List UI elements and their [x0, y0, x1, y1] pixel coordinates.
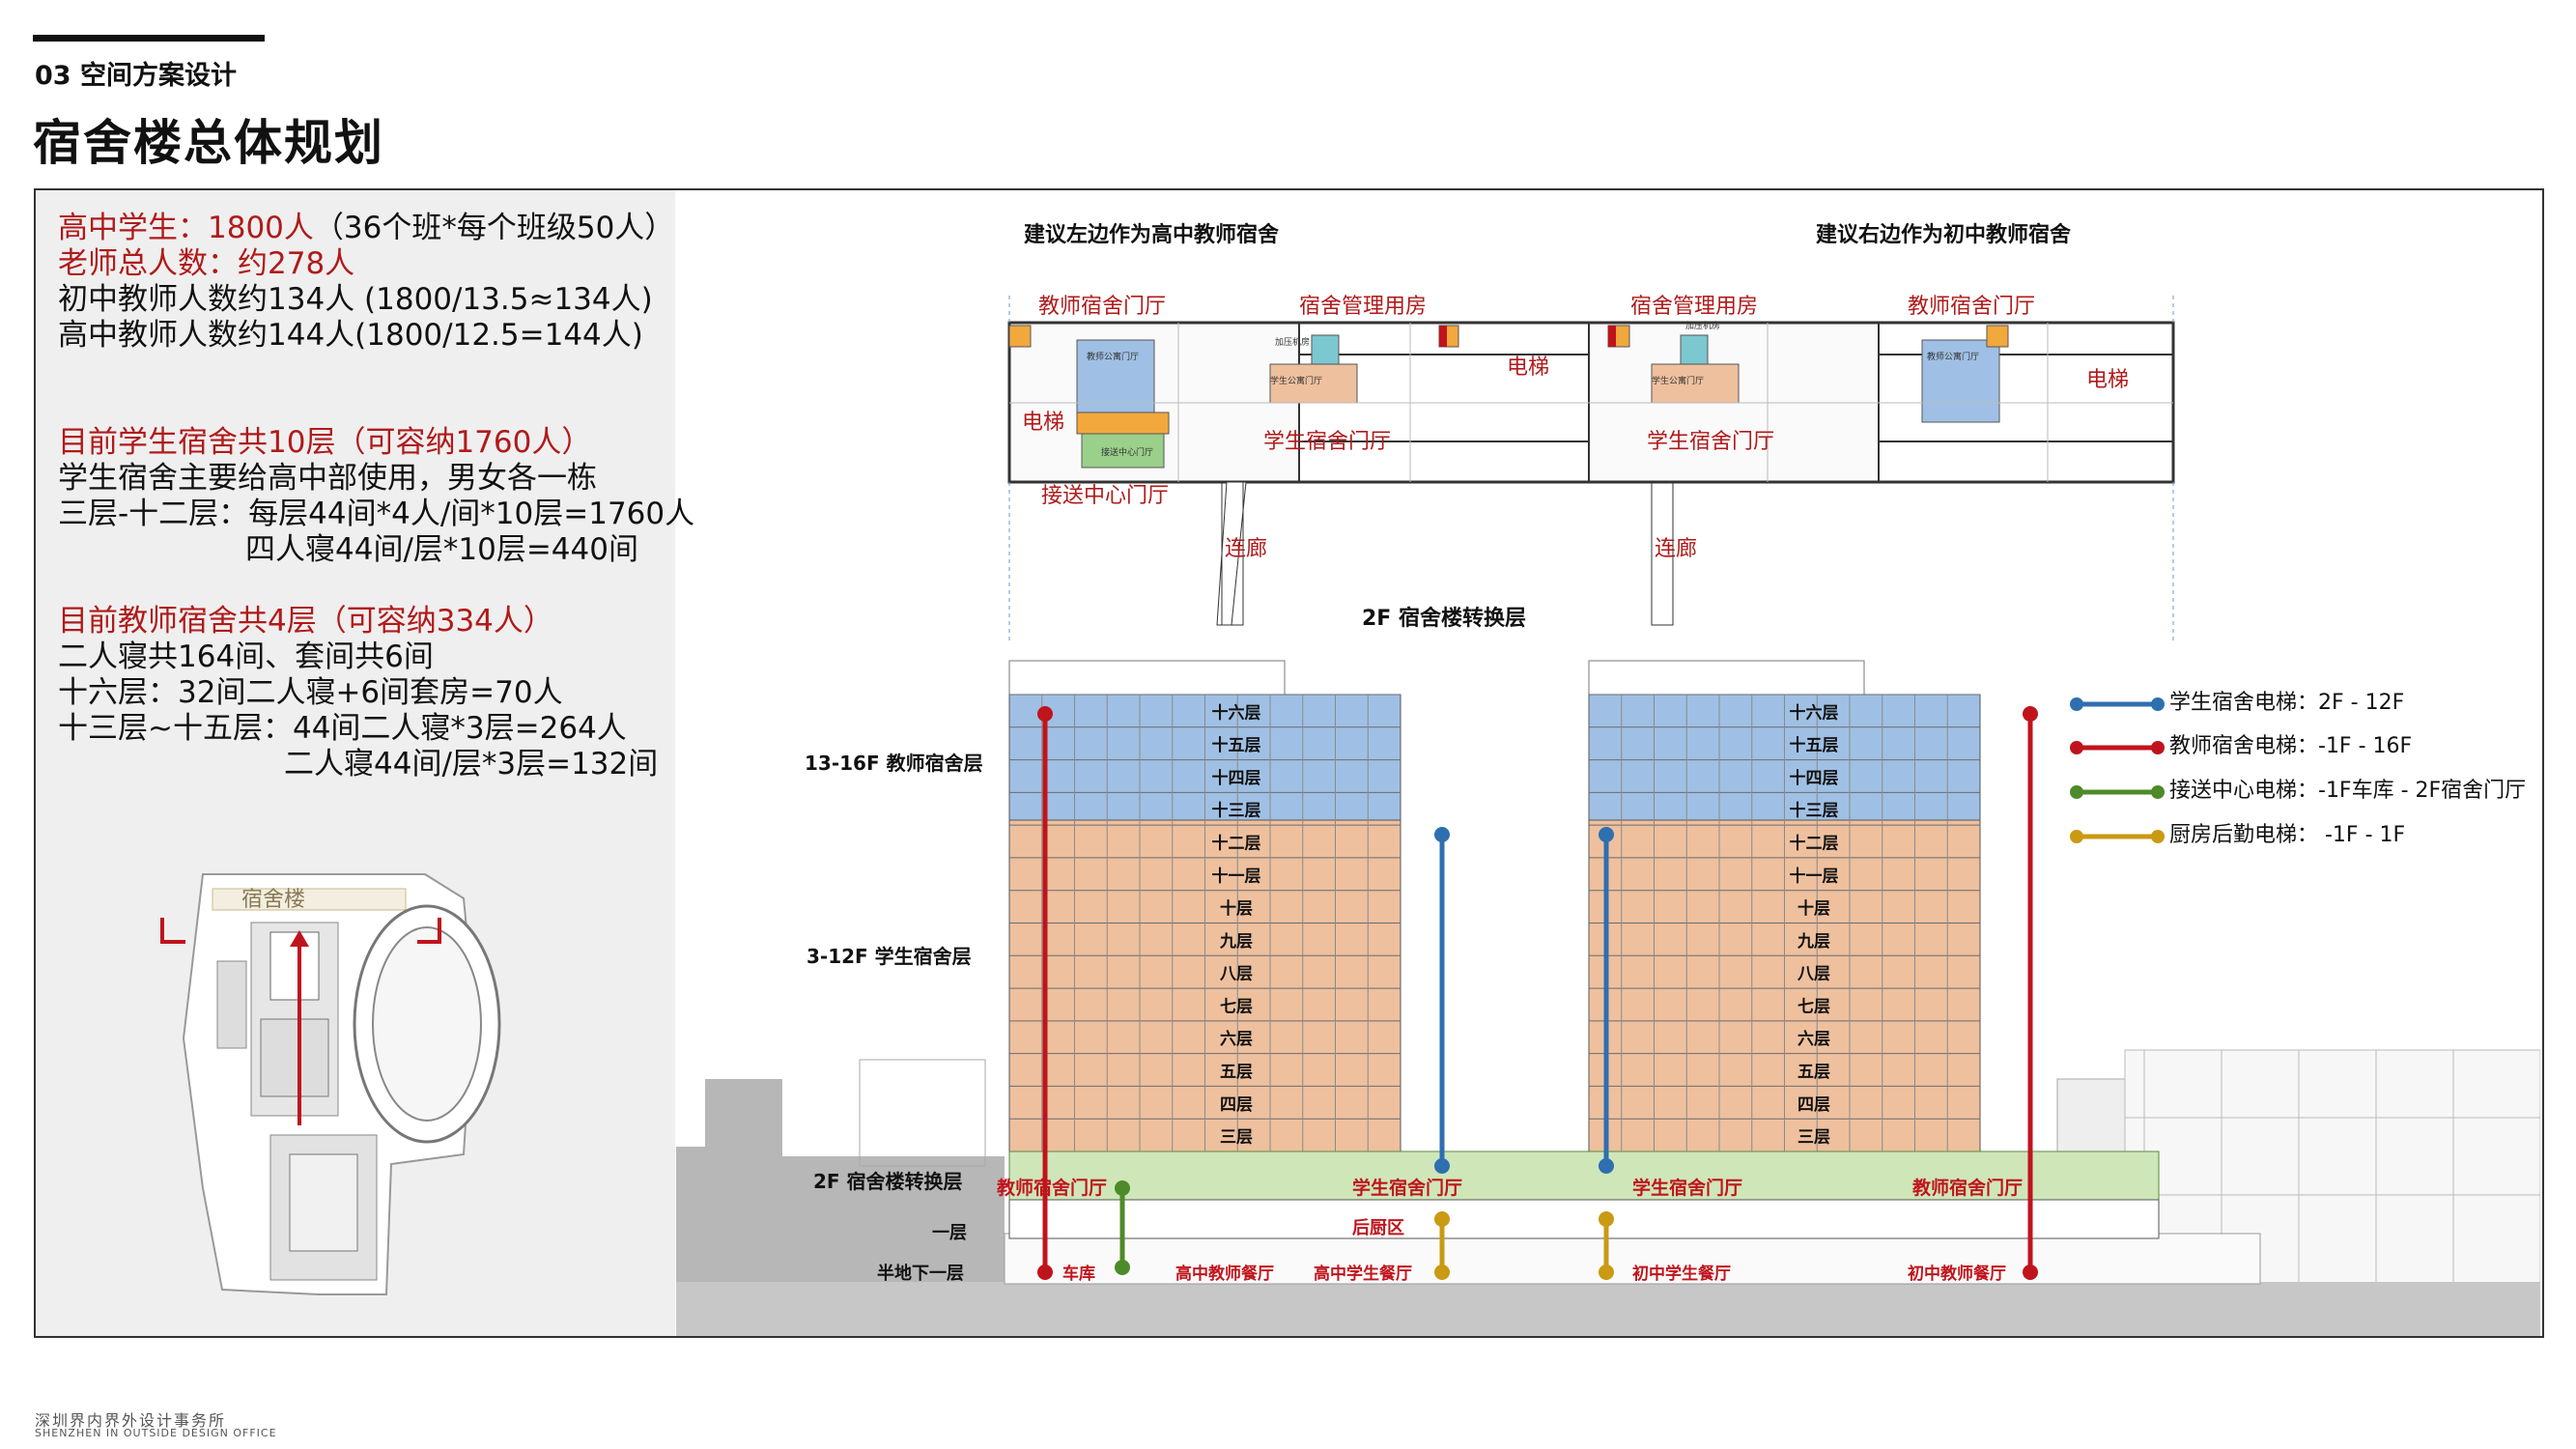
info-line-dorm-use: 学生宿舍主要给高中部使用，男女各一栋 — [58, 461, 597, 496]
site-plan-label: 宿舍楼 — [241, 888, 305, 912]
ground-teacher-lobby-r: 教师宿舍门厅 — [1912, 1177, 2023, 1199]
floor-label-right: 十四层 — [1790, 768, 1839, 788]
floor-label-right: 十二层 — [1790, 833, 1839, 853]
label-teacher-lobby-plan-r: 教师宿舍门厅 — [1908, 295, 2035, 319]
section-diagram: 教师公寓门厅 学生公寓门厅 接送中心门厅 学生公寓门厅 教师公寓门厅 加压机房 … — [676, 222, 2540, 1336]
floor-label-right: 五层 — [1798, 1063, 1830, 1082]
plan-room-shuttle-center: 接送中心门厅 — [1101, 446, 1153, 458]
floor-plan: 教师公寓门厅 学生公寓门厅 接送中心门厅 学生公寓门厅 教师公寓门厅 加压机房 … — [1007, 292, 2175, 644]
plan-room-teacher-apartment-r: 教师公寓门厅 — [1927, 351, 1979, 362]
info-line-floor-16: 十六层：32间二人寝+6间套房=70人 — [58, 675, 563, 710]
zone-label-basement: 半地下一层 — [877, 1263, 964, 1284]
plan-room-pressure-l: 加压机房 — [1275, 336, 1310, 348]
label-elevator-right: 电梯 — [2086, 368, 2129, 392]
floor-label-left: 三层 — [1220, 1128, 1253, 1148]
ground-teacher-lobby-l: 教师宿舍门厅 — [997, 1177, 1107, 1199]
ground-garage: 车库 — [1062, 1264, 1095, 1284]
floor-label-right: 六层 — [1798, 1029, 1830, 1049]
floor-label-right: 八层 — [1798, 965, 1830, 984]
zone-label-transfer: 2F 宿舍楼转换层 — [813, 1170, 963, 1193]
note-right: 建议右边作为初中教师宿舍 — [1816, 222, 2072, 247]
plan-room-student-apartment-l: 学生公寓门厅 — [1270, 375, 1322, 386]
ground-student-lobby-r: 学生宿舍门厅 — [1632, 1177, 1742, 1199]
floor-label-right: 十一层 — [1790, 866, 1839, 886]
info-line-two-bed: 二人寝共164间、套间共6间 — [58, 639, 434, 674]
note-left: 建议左边作为高中教师宿舍 — [1024, 222, 1280, 247]
floor-label-right: 十三层 — [1790, 801, 1839, 821]
label-corridor-l: 连廊 — [1225, 537, 1267, 561]
floor-label-right: 十层 — [1798, 898, 1830, 919]
floor-label-left: 十三层 — [1212, 801, 1261, 821]
floor-label-left: 四层 — [1220, 1095, 1253, 1115]
content-frame — [34, 188, 2544, 1338]
floor-label-left: 七层 — [1220, 997, 1253, 1016]
floor-label-right: 四层 — [1798, 1095, 1830, 1115]
floor-label-left: 十四层 — [1212, 768, 1261, 788]
info-line-floors-13-15: 十三层~十五层：44间二人寝*3层=264人 — [58, 711, 627, 746]
zone-label-student: 3-12F 学生宿舍层 — [807, 945, 972, 968]
floor-label-right: 七层 — [1798, 997, 1830, 1016]
floor-label-right: 十五层 — [1790, 735, 1839, 755]
info-line-ms-teachers: 初中教师人数约134人 (1800/13.5≈134人) — [58, 282, 653, 317]
floor-label-right: 九层 — [1797, 932, 1830, 952]
plan-room-pressure-r: 加压机房 — [1685, 320, 1720, 331]
page-title: 宿舍楼总体规划 — [33, 115, 384, 171]
info-line-two-bed-count: 二人寝44间/层*3层=132间 — [284, 747, 659, 781]
legend-student-elevator-text: 学生宿舍电梯：2F - 12F — [2169, 691, 2405, 715]
label-teacher-lobby-plan-l: 教师宿舍门厅 — [1038, 295, 1166, 319]
context-buildings — [676, 1049, 2540, 1336]
label-student-lobby-plan-l: 学生宿舍门厅 — [1263, 430, 1391, 454]
tower-left — [1008, 660, 1401, 1152]
floor-label-left: 九层 — [1219, 932, 1253, 952]
label-shuttle-lobby: 接送中心门厅 — [1041, 484, 1169, 508]
label-student-lobby-plan-r: 学生宿舍门厅 — [1647, 430, 1774, 454]
floor-label-right: 三层 — [1798, 1128, 1830, 1148]
floor-label-left: 十六层 — [1212, 702, 1261, 723]
floor-label-left: 十一层 — [1212, 866, 1261, 886]
floor-label-left: 六层 — [1220, 1029, 1253, 1049]
label-dorm-mgmt-plan-r: 宿舍管理用房 — [1630, 295, 1758, 319]
ground-hs-student-canteen: 高中学生餐厅 — [1314, 1264, 1412, 1284]
ground-ms-teacher-canteen: 初中教师餐厅 — [1908, 1264, 2006, 1284]
label-dorm-mgmt-plan-l: 宿舍管理用房 — [1299, 295, 1427, 319]
label-corridor-r: 连廊 — [1655, 537, 1697, 561]
info-line-students-rest: （36个班*每个班级50人） — [313, 211, 675, 245]
footer-company-en: SHENZHEN IN OUTSIDE DESIGN OFFICE — [35, 1427, 277, 1439]
ground-hs-teacher-canteen: 高中教师餐厅 — [1175, 1264, 1274, 1284]
label-elevator-left: 电梯 — [1022, 411, 1064, 435]
ground-back-kitchen: 后厨区 — [1352, 1218, 1404, 1238]
floor-label-left: 十五层 — [1212, 735, 1261, 755]
legend-teacher-elevator-text: 教师宿舍电梯：-1F - 16F — [2169, 734, 2413, 758]
elevator-lines — [1037, 706, 2038, 1280]
footer-company-cn: 深圳界内界外设计事务所 — [35, 1411, 227, 1430]
info-line-students-red: 高中学生：1800人 — [58, 211, 314, 245]
floor-label-left: 十二层 — [1212, 833, 1261, 853]
site-plan: 宿舍楼 — [160, 873, 501, 1295]
plan-room-student-apartment-r: 学生公寓门厅 — [1652, 375, 1704, 386]
label-transfer-title: 2F 宿舍楼转换层 — [1362, 606, 1526, 631]
floor-label-left: 八层 — [1220, 965, 1253, 984]
info-line-hs-teachers: 高中教师人数约144人(1800/12.5=144人) — [58, 318, 643, 353]
info-line-four-bed: 四人寝44间/层*10层=440间 — [245, 532, 638, 567]
info-line-floors-3-12: 三层-十二层：每层44间*4人/间*10层=1760人 — [58, 497, 695, 531]
legend-kitchen-elevator-text: 厨房后勤电梯： -1F - 1F — [2169, 823, 2406, 847]
info-line-student-dorm: 目前学生宿舍共10层（可容纳1760人） — [58, 425, 592, 460]
info-line-teacher-dorm: 目前教师宿舍共4层（可容纳334人） — [58, 604, 553, 639]
info-line-students: 高中学生：1800人（36个班*每个班级50人） — [58, 211, 674, 246]
zone-label-teacher: 13-16F 教师宿舍层 — [805, 752, 983, 775]
zone-label-first-floor: 一层 — [932, 1223, 967, 1243]
floor-label-right: 十六层 — [1790, 702, 1839, 723]
label-elevator-center: 电梯 — [1507, 355, 1549, 380]
ground-student-lobby-l: 学生宿舍门厅 — [1352, 1177, 1462, 1199]
ground-ms-student-canteen: 初中学生餐厅 — [1632, 1264, 1731, 1284]
section-label: 03 空间方案设计 — [35, 61, 237, 91]
floor-label-left: 十层 — [1220, 898, 1253, 919]
first-floor-band — [1008, 1199, 2160, 1239]
info-line-teachers-total: 老师总人数：约278人 — [58, 246, 355, 281]
floor-label-left: 五层 — [1220, 1063, 1253, 1082]
tower-right — [1588, 660, 1981, 1152]
legend-shuttle-elevator-text: 接送中心电梯：-1F车库 - 2F宿舍门厅 — [2169, 779, 2527, 803]
plan-room-teacher-apartment-l: 教师公寓门厅 — [1087, 351, 1139, 362]
header-bar — [33, 35, 265, 42]
